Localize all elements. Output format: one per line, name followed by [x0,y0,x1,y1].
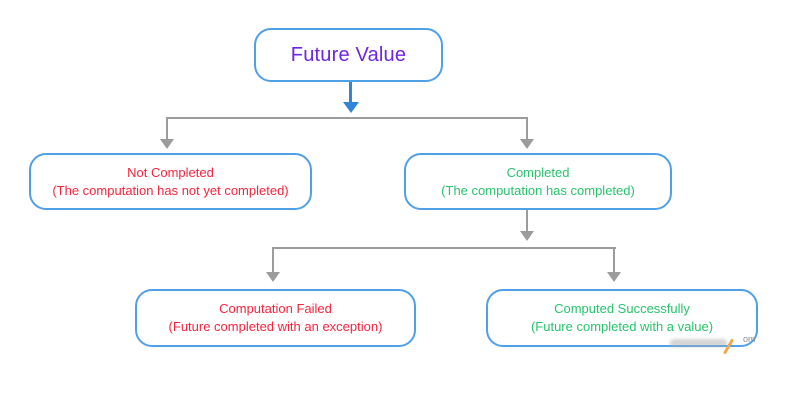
arrow-down-icon [520,231,534,241]
connector-branch2-right-drop [613,247,615,273]
connector-branch1-horizontal [166,117,528,119]
connector-branch1-right-drop [526,117,528,140]
node-computed-successfully: Computed Successfully (Future completed … [486,289,758,347]
node-subtitle: (The computation has completed) [441,182,635,198]
node-not-completed: Not Completed (The computation has not y… [29,153,312,210]
arrow-down-icon [520,139,534,149]
node-title: Computation Failed [219,301,332,317]
node-computation-failed: Computation Failed (Future completed wit… [135,289,416,347]
arrow-down-icon [343,102,359,113]
node-title: Future Value [290,43,407,66]
connector-completed-line [526,210,528,232]
arrow-down-icon [160,139,174,149]
node-title: Completed [506,164,570,180]
connector-branch1-left-drop [166,117,168,140]
connector-branch2-horizontal [272,247,616,249]
arrow-down-icon [607,272,621,282]
node-subtitle: (Future completed with a value) [530,319,714,334]
node-title: Computed Successfully [554,301,690,317]
watermark-blurred-text [670,339,727,347]
watermark-text-fragment: om [743,334,756,344]
arrow-down-icon [266,272,280,282]
node-subtitle: (The computation has not yet completed) [52,182,289,198]
node-completed: Completed (The computation has completed… [404,153,672,210]
node-subtitle: (Future completed with an exception) [168,319,383,334]
node-title: Not Completed [127,164,214,180]
node-future-value: Future Value [254,28,443,82]
connector-root-line [349,82,352,103]
connector-branch2-left-drop [272,247,274,273]
